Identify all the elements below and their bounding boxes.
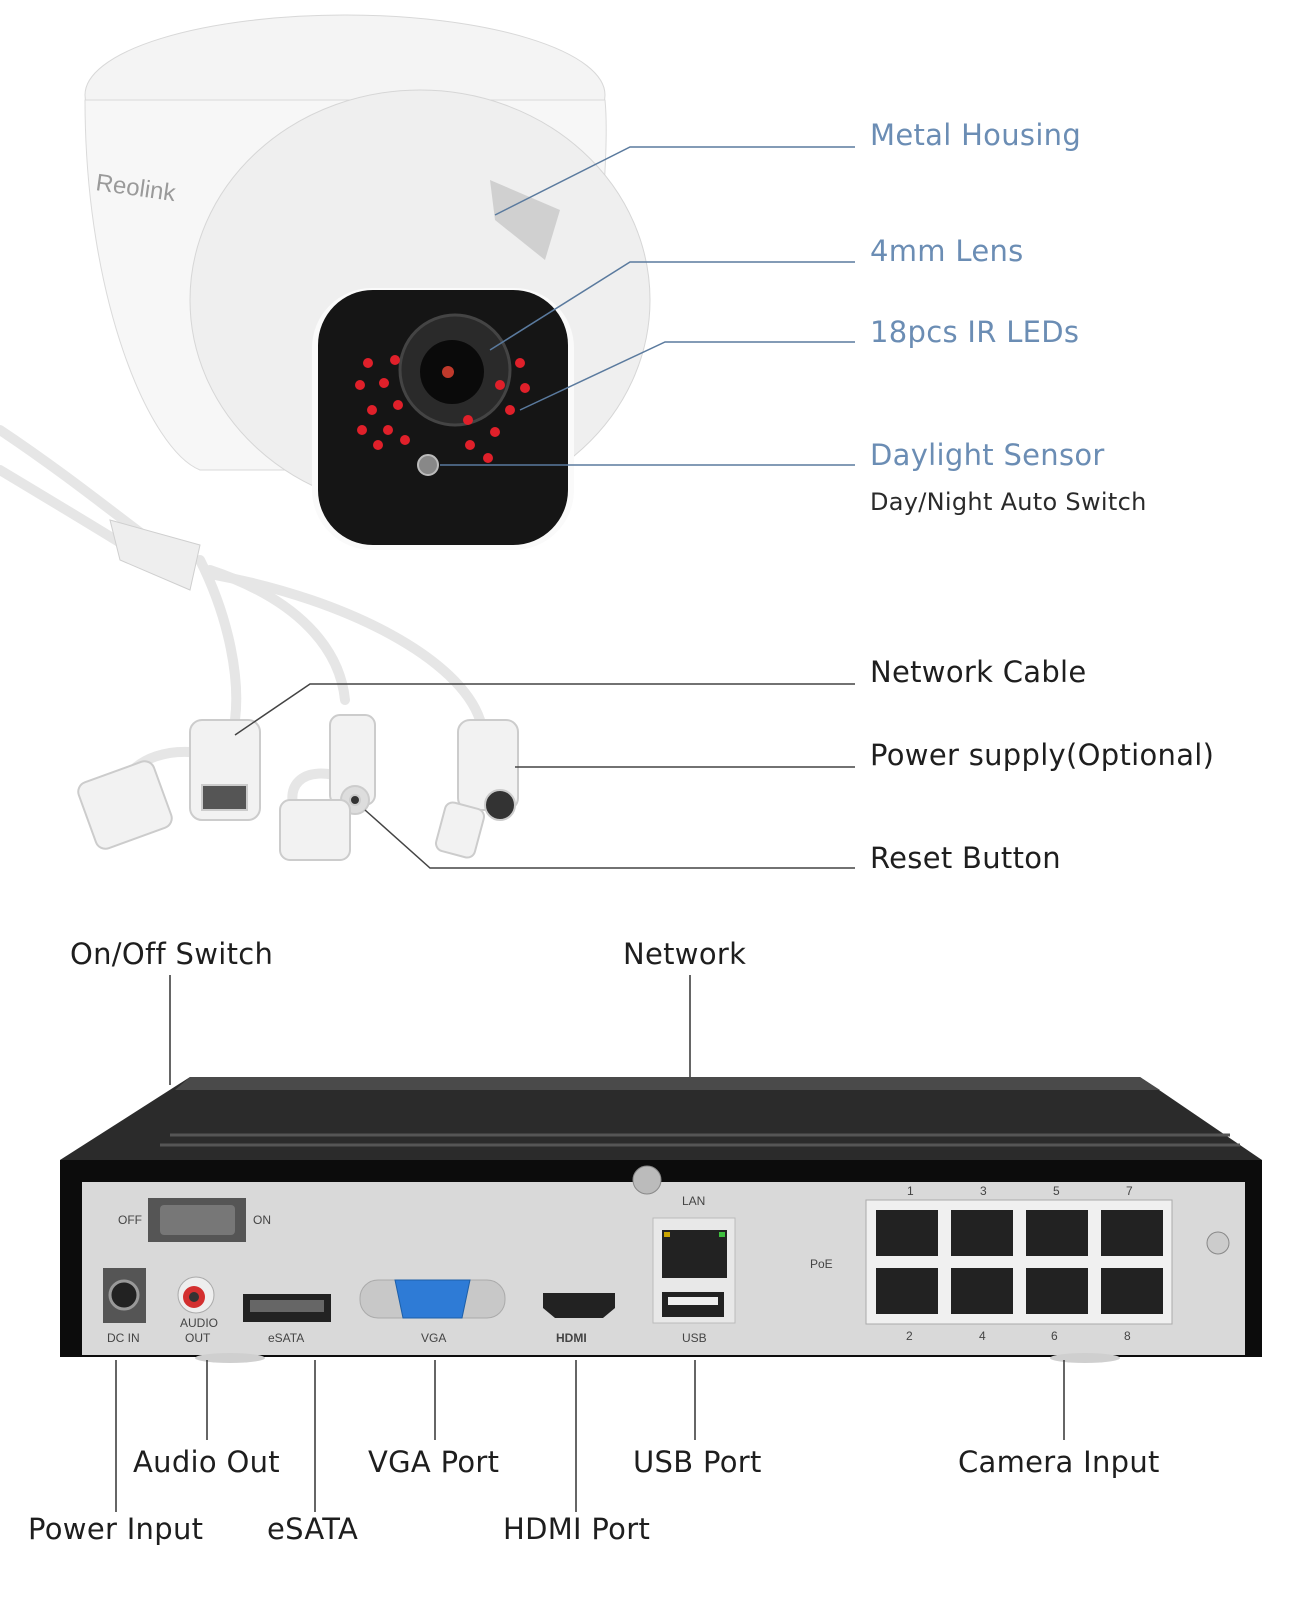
camera-leader-lines [440, 146, 855, 466]
svg-text:8: 8 [1124, 1329, 1131, 1343]
screw-icon [632, 1165, 662, 1195]
callout-ir-leds: 18pcs IR LEDs [870, 315, 1080, 349]
nvr-leader-lines [115, 975, 1065, 1512]
svg-text:HDMI: HDMI [556, 1331, 587, 1345]
dome-camera: Reolink [0, 14, 651, 861]
callout-network: Network [623, 937, 747, 971]
ir-leds [355, 355, 530, 463]
svg-text:4: 4 [979, 1329, 986, 1343]
callout-usb-port: USB Port [633, 1445, 762, 1479]
callout-on-off-switch: On/Off Switch [70, 937, 274, 971]
daylight-sensor [417, 454, 439, 476]
callout-power-input: Power Input [28, 1512, 204, 1546]
svg-text:7: 7 [1126, 1184, 1133, 1198]
svg-text:ON: ON [253, 1213, 271, 1227]
lan-port [662, 1230, 727, 1278]
callout-daylight-sensor: Daylight Sensor [870, 438, 1105, 472]
svg-text:PoE: PoE [810, 1257, 833, 1271]
callout-audio-out: Audio Out [133, 1445, 280, 1479]
cable-leader-lines [234, 683, 855, 869]
svg-text:OFF: OFF [118, 1213, 142, 1227]
svg-text:6: 6 [1051, 1329, 1058, 1343]
svg-text:3: 3 [980, 1184, 987, 1198]
svg-text:USB: USB [682, 1331, 707, 1345]
svg-text:DC IN: DC IN [107, 1331, 140, 1345]
callout-camera-input: Camera Input [958, 1445, 1160, 1479]
callout-daylight-sensor-note: Day/Night Auto Switch [870, 488, 1147, 516]
svg-text:1: 1 [907, 1184, 914, 1198]
callout-lens: 4mm Lens [870, 234, 1024, 268]
callout-vga-port: VGA Port [368, 1445, 500, 1479]
svg-text:2: 2 [906, 1329, 913, 1343]
ground-screw-icon [1206, 1231, 1230, 1255]
svg-text:AUDIO: AUDIO [180, 1316, 218, 1330]
callout-esata: eSATA [267, 1512, 359, 1546]
hdmi-port [543, 1293, 615, 1318]
svg-text:eSATA: eSATA [268, 1331, 304, 1345]
svg-text:5: 5 [1053, 1184, 1060, 1198]
callout-power-supply: Power supply(Optional) [870, 738, 1215, 772]
svg-text:VGA: VGA [421, 1331, 446, 1345]
callout-reset-button: Reset Button [870, 841, 1061, 875]
callout-metal-housing: Metal Housing [870, 118, 1082, 152]
nvr-recorder: OFF ON DC IN AUDIO OUT eSATA VGA HDMI LA… [60, 1077, 1262, 1363]
callout-network-cable: Network Cable [870, 655, 1087, 689]
svg-text:OUT: OUT [185, 1331, 211, 1345]
callout-hdmi-port: HDMI Port [503, 1512, 651, 1546]
svg-text:LAN: LAN [682, 1194, 705, 1208]
